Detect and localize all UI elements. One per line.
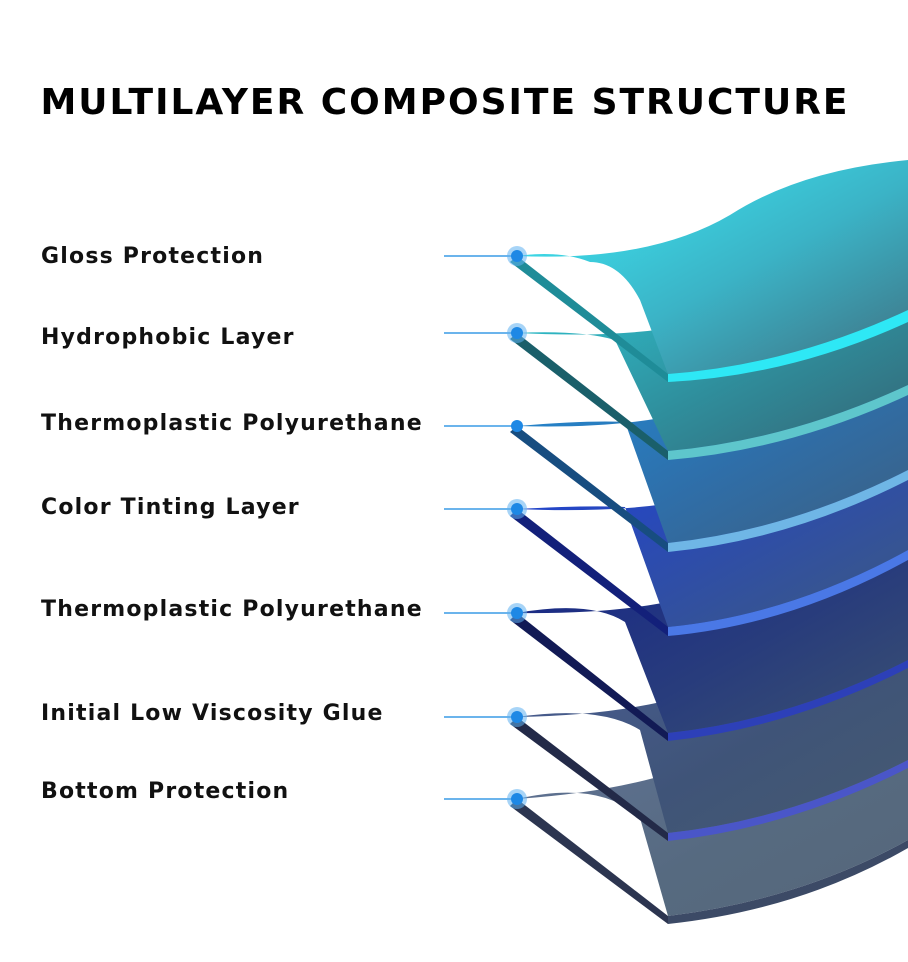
layer-label-glue: Initial Low Viscosity Glue <box>41 701 384 726</box>
layer-label-hydrophobic: Hydrophobic Layer <box>41 325 295 350</box>
leader-line-hydrophobic <box>444 323 527 343</box>
layer-label-color-tinting: Color Tinting Layer <box>41 495 300 520</box>
leader-line-tpu-lower <box>444 603 527 623</box>
leader-line-glue <box>444 707 527 727</box>
leader-line-bottom-protection <box>444 789 527 809</box>
layer-gloss-protection <box>510 160 908 382</box>
leader-line-color-tinting <box>444 499 527 519</box>
leader-line-tpu-upper <box>444 420 523 432</box>
layer-label-gloss-protection: Gloss Protection <box>41 244 265 269</box>
layer-label-bottom-protection: Bottom Protection <box>41 779 290 804</box>
page-title: MULTILAYER COMPOSITE STRUCTURE <box>40 82 850 123</box>
layer-label-tpu-upper: Thermoplastic Polyurethane <box>41 411 423 436</box>
layer-label-tpu-lower: Thermoplastic Polyurethane <box>41 597 423 622</box>
leader-line-gloss-protection <box>444 246 527 266</box>
